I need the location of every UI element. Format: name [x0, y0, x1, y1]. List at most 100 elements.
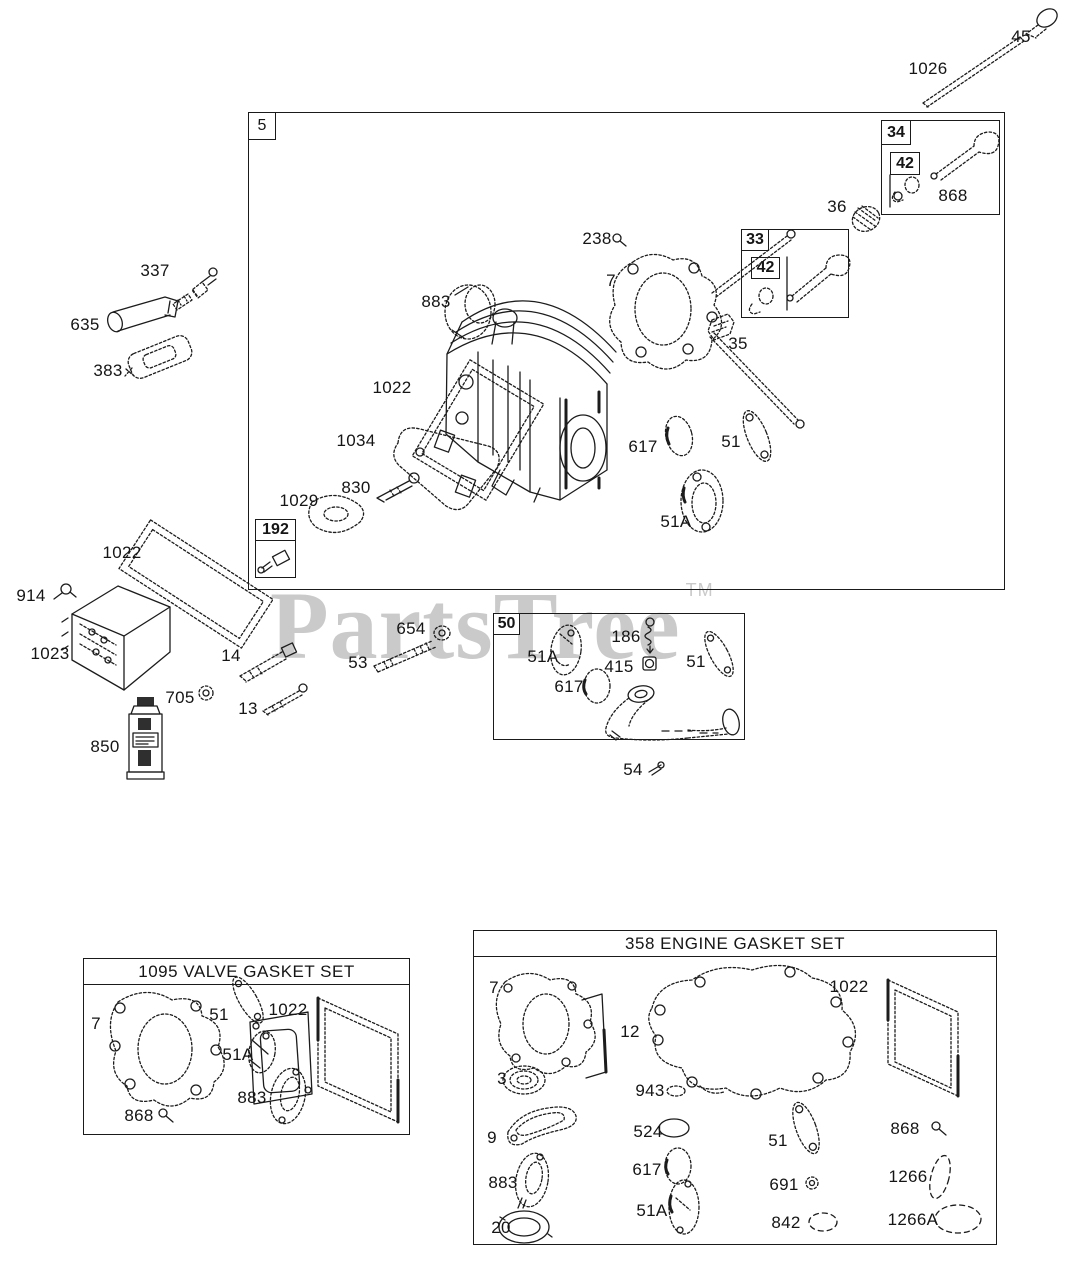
vgs-gasket-1022-icon: [316, 996, 400, 1124]
part-label-1029: 1029: [279, 491, 319, 510]
valve-gasket-1022-icon: [411, 359, 545, 501]
part-label-868-egs: 868: [890, 1119, 920, 1138]
screw-830-icon: [376, 472, 420, 503]
part-label-51A-box50: 51A: [527, 647, 559, 666]
bolt-13-icon: [262, 683, 308, 716]
part-label-14: 14: [221, 646, 241, 665]
cylinder-head-icon: [445, 300, 617, 503]
part-label-20-egs: 20: [491, 1218, 511, 1237]
bolt-45-icon: [1025, 8, 1058, 39]
spark-plug-337-icon: [172, 267, 218, 311]
part-label-705: 705: [165, 688, 195, 707]
part-label-1022-head: 1022: [372, 378, 412, 397]
egs-seal-ring-20-icon: [498, 1210, 553, 1244]
part-label-868-vgs: 868: [124, 1106, 154, 1125]
part-label-635: 635: [70, 315, 100, 334]
bolt-spring-186-icon: [644, 617, 655, 654]
part-label-1023: 1023: [30, 644, 70, 663]
part-label-337: 337: [140, 261, 170, 280]
part-label-54: 54: [623, 760, 643, 779]
watermark-text: PartsTree: [270, 572, 681, 679]
egs-gasket-51-icon: [792, 1101, 820, 1155]
stud-53-icon: [373, 640, 437, 673]
part-label-51-vgs: 51: [209, 1005, 229, 1024]
screw-box-tag: 192: [255, 519, 296, 541]
valve-gasket-set-title: 1095 VALVE GASKET SET: [83, 958, 410, 985]
part-label-1034: 1034: [336, 431, 376, 450]
screws-192-icon: [257, 549, 291, 574]
breather-cover-1029-icon: [308, 494, 365, 534]
part-label-53: 53: [348, 653, 368, 672]
vgs-gasket-51A-icon: [248, 1030, 276, 1074]
part-label-45: 45: [1011, 27, 1031, 46]
part-label-1266-egs: 1266: [888, 1167, 928, 1186]
part-label-524-egs: 524: [633, 1122, 663, 1141]
valve-gasket-set-box: 1095 VALVE GASKET SET: [83, 958, 410, 1135]
part-label-186: 186: [611, 627, 641, 646]
part-label-842-egs: 842: [771, 1213, 801, 1232]
valve-detail-a-tag: 42: [890, 152, 920, 175]
part-label-1266A-egs: 1266A: [887, 1210, 939, 1229]
egs-gasket-883-icon: [514, 1152, 550, 1209]
egs-gasket-1022-icon: [886, 978, 960, 1098]
part-label-691-egs: 691: [769, 1175, 799, 1194]
egs-oring-1266A-icon: [934, 1204, 982, 1234]
egs-seal-691-icon: [805, 1176, 819, 1190]
part-label-51-egs: 51: [768, 1131, 788, 1150]
part-label-654: 654: [396, 619, 426, 638]
part-label-883-vgs: 883: [237, 1088, 267, 1107]
exhaust-valve-tag: 34: [881, 120, 911, 145]
exhaust-valve-icon: [889, 131, 1000, 208]
egs-oring-617-icon: [664, 1147, 692, 1185]
part-label-7-vgs: 7: [91, 1014, 101, 1033]
part-label-883-egs: 883: [488, 1173, 518, 1192]
part-label-1022-vgs: 1022: [268, 1000, 308, 1019]
exhaust-valve-box: [881, 120, 1000, 215]
exhaust-group-box: [493, 613, 745, 740]
part-label-617-box50: 617: [554, 677, 584, 696]
egs-oil-seal-3-icon: [502, 1065, 546, 1095]
main-assembly-box: [248, 112, 1005, 590]
part-label-3-egs: 3: [497, 1069, 507, 1088]
part-label-51A-egs: 51A: [636, 1201, 668, 1220]
part-label-914: 914: [16, 586, 46, 605]
gasket-51-icon: [742, 410, 772, 462]
exhaust-group-tag: 50: [493, 613, 520, 635]
part-label-51A-vgs: 51A: [222, 1045, 254, 1064]
intake-valve-tag: 33: [741, 229, 769, 251]
engine-gasket-set-title: 358 ENGINE GASKET SET: [473, 930, 997, 957]
egs-gasket-9-icon: [507, 1106, 577, 1146]
intake-valve-box: [741, 229, 849, 318]
gasket-51A-50-icon: [550, 624, 582, 676]
part-label-1022-left: 1022: [102, 543, 142, 562]
screw-238-icon: [612, 233, 627, 247]
part-label-868-box34: 868: [938, 186, 968, 205]
egs-head-gasket-7-icon: [495, 972, 608, 1079]
guide-plate-1034-icon: [393, 427, 500, 511]
part-label-9-egs: 9: [487, 1128, 497, 1147]
flange-nut-705-icon: [198, 685, 214, 701]
vgs-gasket-51-icon: [232, 976, 264, 1024]
gasket-51A-icon: [680, 469, 724, 533]
valve-retainer-35-icon: [707, 313, 735, 341]
egs-crankcase-gasket-12-icon: [648, 964, 857, 1100]
part-label-36: 36: [827, 197, 847, 216]
exhaust-pipe-icon: [605, 685, 740, 741]
oring-617-50-icon: [582, 668, 611, 704]
head-gasket-7-icon: [609, 229, 805, 429]
nut-415-icon: [642, 656, 657, 671]
gasket-51-50-icon: [704, 630, 734, 678]
bolt-14-icon: [239, 642, 298, 683]
part-label-7-egs: 7: [489, 978, 499, 997]
plug-boot-635-icon: [107, 296, 179, 333]
part-label-830: 830: [341, 478, 371, 497]
part-label-617-egs: 617: [632, 1160, 662, 1179]
screw-914-icon: [53, 583, 77, 600]
engine-gasket-set-box: 358 ENGINE GASKET SET: [473, 930, 997, 1245]
oring-617-icon: [664, 415, 694, 457]
part-label-13: 13: [238, 699, 258, 718]
part-label-383: 383: [93, 361, 123, 380]
